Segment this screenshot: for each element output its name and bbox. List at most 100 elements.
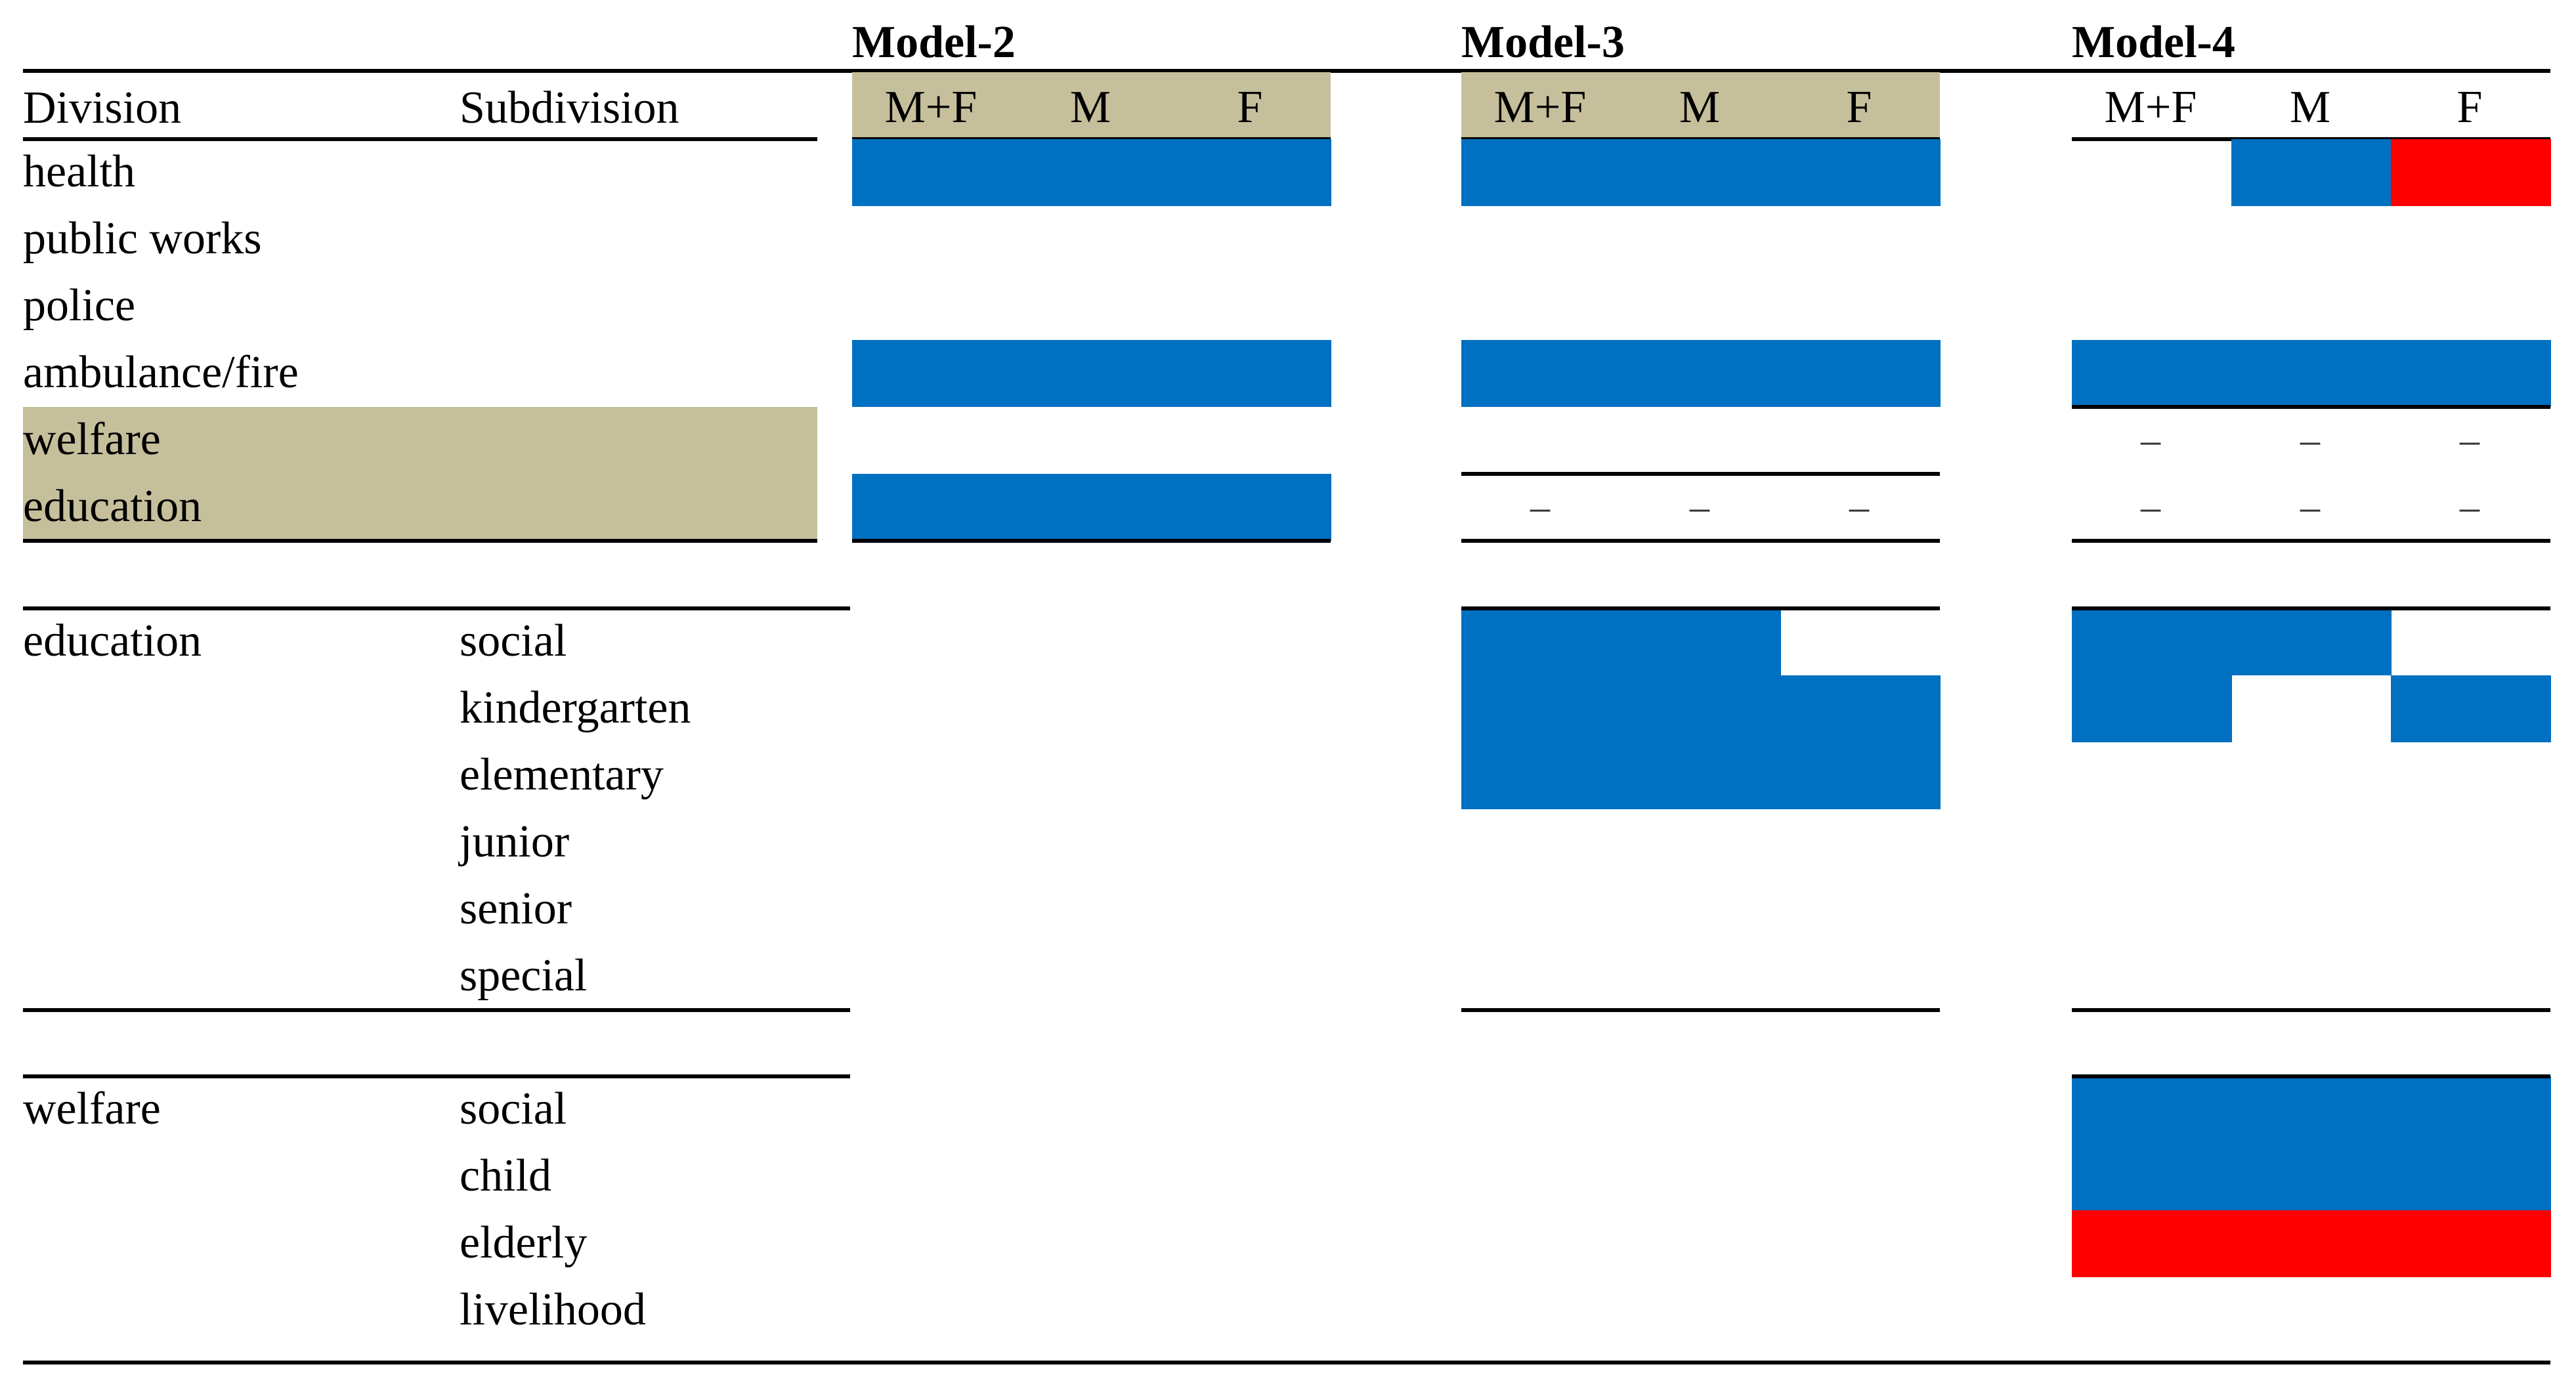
dash-marker: – (1690, 485, 1709, 528)
cell-top-0-model3-col1 (1621, 139, 1781, 206)
division-label-public-works: public works (23, 213, 262, 264)
subdivision-label-social: social (460, 616, 567, 666)
dash-marker: – (2460, 485, 2479, 528)
subdivision-label-junior: junior (460, 816, 570, 867)
dash-marker: – (1530, 485, 1550, 528)
cell-welfare-1-model4-col0 (2072, 1143, 2232, 1210)
cell-top-0-model2-col2 (1171, 139, 1331, 206)
cell-welfare-2-model4-col1 (2231, 1210, 2392, 1277)
cell-education-0-model3-col0 (1461, 608, 1621, 675)
cell-top-3-model2-col2 (1171, 340, 1331, 407)
dash-marker: – (2300, 418, 2320, 461)
cell-education-1-model3-col2 (1780, 675, 1941, 742)
cell-education-0-model4-col0 (2072, 608, 2232, 675)
division-label-health: health (23, 146, 136, 197)
cell-welfare-1-model4-col2 (2391, 1143, 2551, 1210)
section-top-bottom-rule-model-4 (2072, 539, 2550, 543)
cell-top-0-model3-col2 (1780, 139, 1941, 206)
cell-welfare-0-model4-col0 (2072, 1076, 2232, 1143)
division-label-police: police (23, 280, 136, 331)
subdivision-label-elementary: elementary (460, 750, 664, 800)
subdivision-label-child: child (460, 1151, 551, 1201)
section-education-top-rule-model-4 (2072, 606, 2550, 610)
cell-top-3-model2-col1 (1012, 340, 1172, 407)
cell-top-0-model2-col0 (852, 139, 1012, 206)
cell-education-0-model4-col1 (2231, 608, 2392, 675)
dash-marker: – (2300, 485, 2320, 528)
cell-top-0-model4-col2 (2391, 139, 2551, 206)
section-education-bottom-rule (23, 1008, 850, 1012)
cell-welfare-1-model4-col1 (2231, 1143, 2392, 1210)
subdivision-label-special: special (460, 950, 588, 1001)
cell-top-5-model2-col1 (1012, 474, 1172, 541)
cell-top-3-model4-col0 (2072, 340, 2232, 407)
subdivision-label-senior: senior (460, 883, 572, 934)
cell-education-1-model4-col2 (2391, 675, 2551, 742)
model-3-col-f: F (1846, 82, 1872, 133)
subdivision-label-kindergarten: kindergarten (460, 683, 691, 733)
cell-top-3-model3-col2 (1780, 340, 1941, 407)
subdivision-label-livelihood: livelihood (460, 1284, 646, 1335)
cell-top-3-model2-col0 (852, 340, 1012, 407)
cell-education-1-model4-col0 (2072, 675, 2232, 742)
model-3-title: Model-3 (1461, 17, 1625, 68)
cell-welfare-0-model4-col1 (2231, 1076, 2392, 1143)
model-2-col-f: F (1237, 82, 1263, 133)
subdivision-header: Subdivision (460, 83, 679, 133)
cell-top-3-model3-col0 (1461, 340, 1621, 407)
highlight-band-education (23, 474, 817, 541)
division-header: Division (23, 83, 182, 133)
model-4-col-mplusf: M+F (2104, 82, 2197, 133)
section-welfare-top-rule (23, 1074, 850, 1078)
division-label-education: education (23, 616, 202, 666)
cell-top-0-model4-col1 (2231, 139, 2392, 206)
model-4-col-f: F (2457, 82, 2483, 133)
cell-top-3-model4-col2 (2391, 340, 2551, 407)
section-top-bottom-rule-div (23, 539, 817, 543)
cell-top-3-model4-col1 (2231, 340, 2392, 407)
dash-marker: – (2460, 418, 2479, 461)
section-education-bottom-rule-model-4 (2072, 1008, 2550, 1012)
section-top-bottom-rule-model-2 (852, 539, 1331, 543)
welfare-row-rule-model-3 (1461, 472, 1940, 476)
top-rule (23, 69, 2550, 73)
section-welfare-bottom-rule (23, 1361, 2550, 1364)
model-2-title: Model-2 (852, 17, 1016, 68)
section-education-top-rule (23, 606, 850, 610)
model-3-col-mplusf: M+F (1493, 82, 1587, 133)
cell-education-0-model3-col1 (1621, 608, 1781, 675)
model-3-header-band (1461, 72, 1940, 139)
section-education-bottom-rule-model-3 (1461, 1008, 1940, 1012)
section-education-top-rule-model-3 (1461, 606, 1940, 610)
cell-education-2-model3-col1 (1621, 742, 1781, 809)
cell-welfare-2-model4-col0 (2072, 1210, 2232, 1277)
section-welfare-top-rule-model-4 (2072, 1074, 2550, 1078)
section-top-bottom-rule-model-3 (1461, 539, 1940, 543)
division-label-welfare: welfare (23, 414, 161, 465)
division-header-rule (23, 137, 817, 141)
model-3-col-m: M (1679, 82, 1721, 133)
cell-education-2-model3-col2 (1780, 742, 1941, 809)
division-label-ambulance-fire: ambulance/fire (23, 347, 299, 398)
cell-top-0-model3-col0 (1461, 139, 1621, 206)
dash-marker: – (2141, 418, 2160, 461)
model-2-col-m: M (1069, 82, 1111, 133)
model-4-title: Model-4 (2072, 17, 2235, 68)
dash-marker: – (2141, 485, 2160, 528)
cell-top-3-model3-col1 (1621, 340, 1781, 407)
subdivision-label-elderly: elderly (460, 1217, 588, 1268)
cell-education-2-model3-col0 (1461, 742, 1621, 809)
dash-marker: – (1849, 485, 1869, 528)
division-label-welfare: welfare (23, 1084, 161, 1134)
model-2-header-band (852, 72, 1331, 139)
cell-education-1-model3-col1 (1621, 675, 1781, 742)
cell-welfare-2-model4-col2 (2391, 1210, 2551, 1277)
division-label-education: education (23, 481, 202, 532)
model-4-col-m: M (2289, 82, 2331, 133)
cell-education-1-model3-col0 (1461, 675, 1621, 742)
model-2-col-mplusf: M+F (884, 82, 977, 133)
subdivision-label-social: social (460, 1084, 567, 1134)
cell-top-0-model2-col1 (1012, 139, 1172, 206)
ambulance-row-rule-model-4 (2072, 405, 2550, 409)
